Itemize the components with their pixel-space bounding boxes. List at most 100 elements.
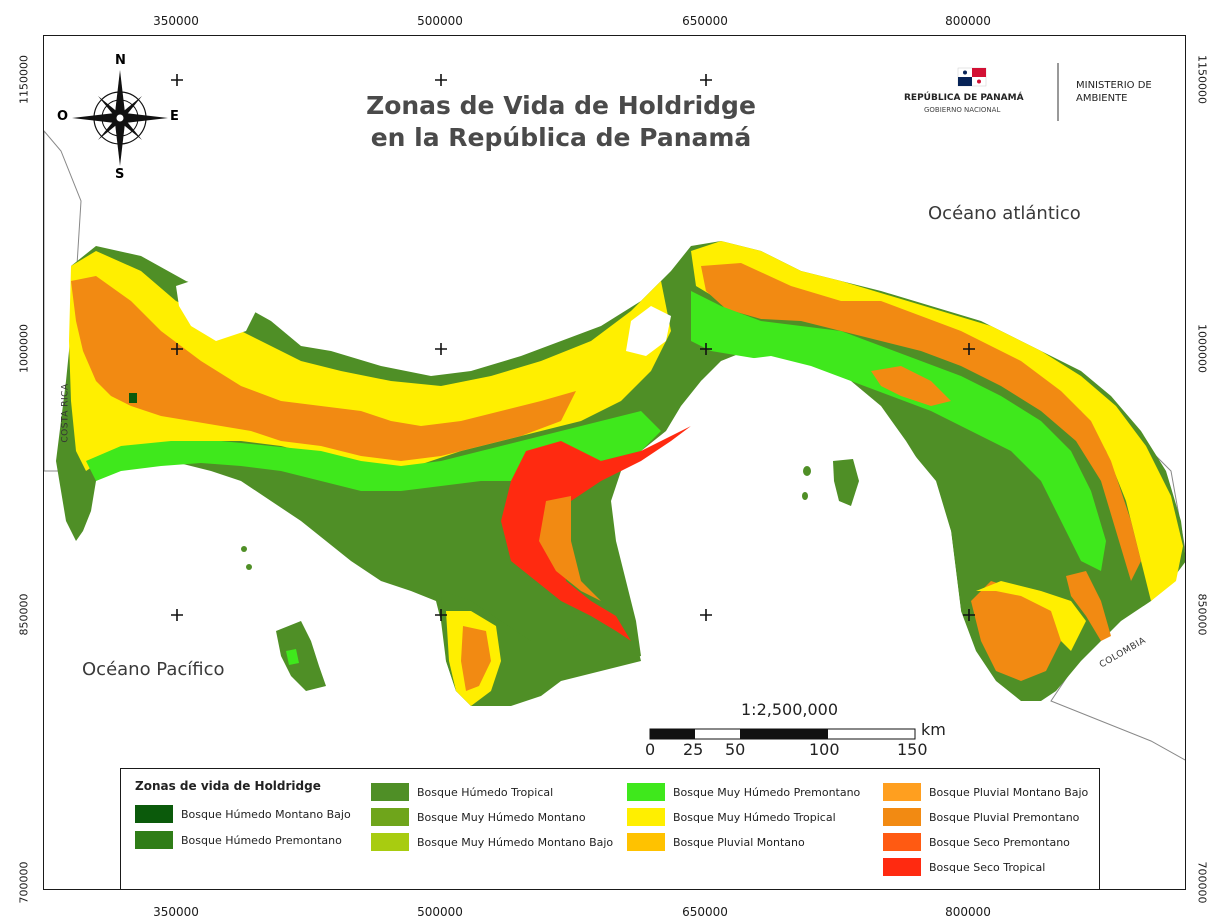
panama-flag-icon	[957, 67, 987, 87]
scale-unit: km	[921, 720, 946, 739]
zone-orange-interior	[871, 366, 951, 406]
zone-lightgreen-east	[691, 291, 1106, 571]
legend-label: Bosque Húmedo Premontano	[181, 833, 342, 847]
coord-right-1000000: 1000000	[1195, 324, 1209, 373]
scale-ratio: 1:2,500,000	[741, 700, 838, 719]
compass-north-label: N	[115, 53, 126, 68]
scale-tick-150: 150	[897, 740, 928, 759]
coord-right-850000: 850000	[1195, 593, 1209, 636]
legend-swatch	[627, 808, 665, 826]
coord-right-1150000: 1150000	[1195, 55, 1209, 104]
legend-swatch	[371, 783, 409, 801]
coord-bottom-500000: 500000	[417, 905, 463, 919]
grid-cross	[171, 609, 183, 621]
grid-cross	[700, 609, 712, 621]
ocean-atlantic-label: Océano atlántico	[928, 203, 1081, 224]
costa-rica-label: COSTA RICA	[60, 383, 71, 443]
legend-swatch	[883, 833, 921, 851]
zone-orange-darien	[971, 581, 1061, 681]
legend-swatch	[135, 805, 173, 823]
coord-right-700000: 700000	[1195, 861, 1209, 904]
legend-label: Bosque Pluvial Premontano	[929, 810, 1080, 824]
legend-item: Bosque Húmedo Montano Bajo	[135, 805, 351, 823]
legend-label: Bosque Seco Tropical	[929, 860, 1046, 874]
legend-swatch	[883, 783, 921, 801]
grid-cross	[171, 343, 183, 355]
coord-top-350000: 350000	[153, 14, 199, 28]
compass-east-label: E	[170, 109, 179, 124]
map-frame: Zonas de Vida de Holdridge en la Repúbli…	[43, 35, 1186, 890]
zone-orange-east-2	[1066, 571, 1111, 641]
grid-cross	[700, 343, 712, 355]
logo-gov: GOBIERNO NACIONAL	[924, 106, 1001, 114]
compass-rose-icon	[72, 70, 168, 166]
logo-country: REPÚBLICA DE PANAMÁ	[904, 93, 1024, 103]
scale-tick-0: 0	[645, 740, 656, 759]
grid-cross	[171, 74, 183, 86]
compass-south-label: S	[115, 167, 125, 182]
legend-swatch	[371, 808, 409, 826]
island-coiba	[276, 621, 326, 691]
coord-left-1000000: 1000000	[17, 324, 31, 373]
compass-west-label: O	[57, 109, 69, 124]
coord-bottom-800000: 800000	[945, 905, 991, 919]
legend-item: Bosque Muy Húmedo Montano Bajo	[371, 833, 613, 851]
logo-ministry-line1: MINISTERIO DE	[1076, 80, 1152, 91]
scale-tick-50: 50	[725, 740, 746, 759]
map-title-line2: en la República de Panamá	[370, 123, 752, 152]
coord-left-850000: 850000	[17, 593, 31, 636]
map-title-line1: Zonas de Vida de Holdridge	[366, 91, 756, 120]
coord-top-800000: 800000	[945, 14, 991, 28]
canal-lake	[626, 306, 671, 356]
island-small-2	[803, 466, 811, 476]
legend-item: Bosque Pluvial Montano Bajo	[883, 783, 1088, 801]
scale-bar	[649, 728, 916, 740]
legend-item: Bosque Seco Premontano	[883, 833, 1070, 851]
ocean-pacific-label: Océano Pacífico	[82, 659, 225, 680]
island-small-3	[802, 492, 808, 500]
legend-label: Bosque Muy Húmedo Premontano	[673, 785, 861, 799]
coord-bottom-350000: 350000	[153, 905, 199, 919]
legend-item: Bosque Muy Húmedo Montano	[371, 808, 586, 826]
panama-life-zones-map	[44, 63, 1185, 888]
zone-yellow-darien	[976, 581, 1086, 651]
legend-item: Bosque Muy Húmedo Premontano	[627, 783, 860, 801]
legend-item: Bosque Muy Húmedo Tropical	[627, 808, 836, 826]
legend-swatch	[135, 831, 173, 849]
scale-tick-100: 100	[809, 740, 840, 759]
legend-item: Bosque Pluvial Montano	[627, 833, 805, 851]
logo-ministry-line2: AMBIENTE	[1076, 93, 1128, 104]
legend-swatch	[627, 833, 665, 851]
legend-label: Bosque Pluvial Montano	[673, 835, 805, 849]
legend-item: Bosque Seco Tropical	[883, 858, 1045, 876]
coord-top-500000: 500000	[417, 14, 463, 28]
coord-top-650000: 650000	[682, 14, 728, 28]
legend-label: Bosque Muy Húmedo Tropical	[673, 810, 836, 824]
legend-item: Bosque Húmedo Tropical	[371, 783, 553, 801]
legend-label: Bosque Seco Premontano	[929, 835, 1070, 849]
legend: Zonas de vida de Holdridge Bosque Húmedo…	[120, 768, 1100, 890]
coord-bottom-650000: 650000	[682, 905, 728, 919]
grid-cross	[700, 74, 712, 86]
grid-cross	[435, 74, 447, 86]
legend-label: Bosque Húmedo Montano Bajo	[181, 807, 351, 821]
azuero-orange	[461, 626, 491, 691]
legend-label: Bosque Húmedo Tropical	[417, 785, 554, 799]
island-small-1	[286, 649, 299, 665]
legend-title: Zonas de vida de Holdridge	[135, 779, 321, 793]
island-pearl	[833, 459, 859, 506]
chiriqui-lagoon	[176, 276, 256, 341]
grid-cross	[435, 343, 447, 355]
island-small-5	[246, 564, 252, 570]
coord-left-1150000: 1150000	[17, 55, 31, 104]
legend-swatch	[883, 858, 921, 876]
grid-cross	[435, 609, 447, 621]
legend-label: Bosque Muy Húmedo Montano	[417, 810, 586, 824]
zone-red-central	[501, 426, 691, 641]
legend-label: Bosque Muy Húmedo Montano Bajo	[417, 835, 614, 849]
gulf-of-panama	[671, 356, 961, 621]
legend-swatch	[371, 833, 409, 851]
zone-darkgreen-spot	[129, 393, 137, 403]
coord-left-700000: 700000	[17, 861, 31, 904]
legend-label: Bosque Pluvial Montano Bajo	[929, 785, 1089, 799]
